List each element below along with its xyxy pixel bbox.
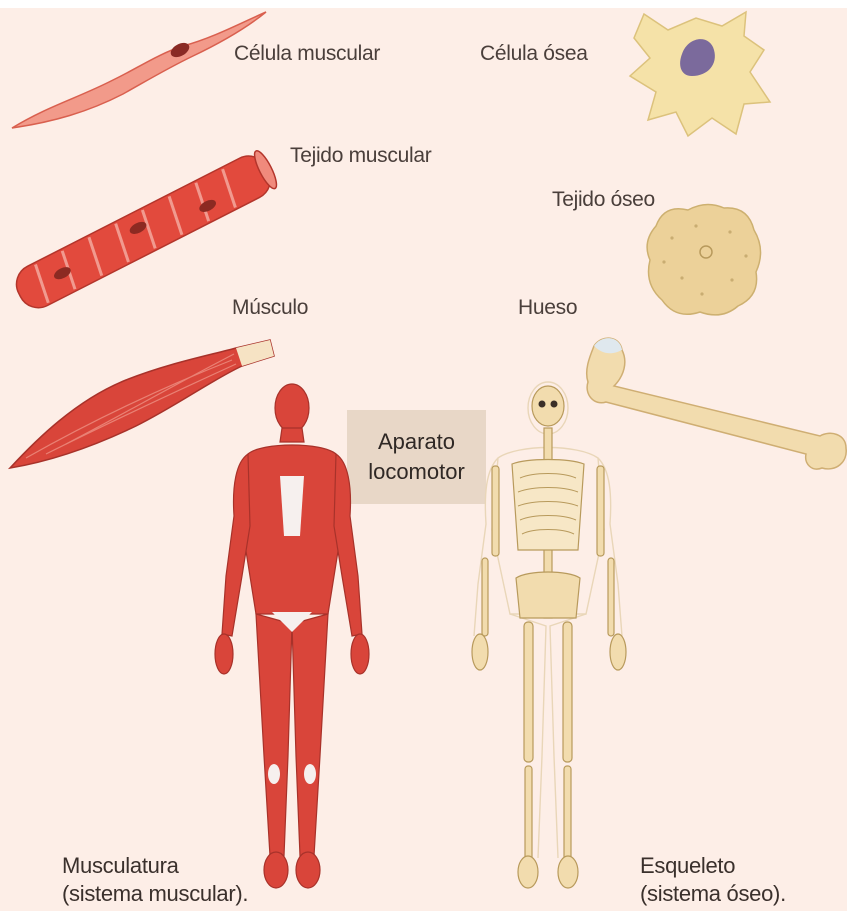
bone-tissue-illustration [642, 198, 764, 322]
bone-cell-illustration [626, 10, 774, 142]
caption-muscular-system: Musculatura (sistema muscular). [62, 852, 248, 908]
label-bone-tissue: Tejido óseo [552, 188, 655, 212]
caption-muscular-line2: (sistema muscular). [62, 880, 248, 908]
caption-skeletal-line1: Esqueleto [640, 852, 786, 880]
label-muscle-cell: Célula muscular [234, 42, 380, 66]
muscle-tissue-illustration [12, 148, 274, 314]
muscular-system-figure [212, 376, 374, 908]
muscle-cell-illustration [8, 10, 270, 140]
center-label-line2: locomotor [368, 457, 465, 487]
center-label-line1: Aparato [378, 427, 455, 457]
label-muscle: Músculo [232, 296, 308, 320]
label-muscle-tissue: Tejido muscular [290, 144, 431, 168]
label-bone: Hueso [518, 296, 577, 320]
skeletal-system-figure [468, 374, 630, 908]
diagram-canvas: Célula muscular Célula ósea Tejido [0, 8, 847, 911]
caption-skeletal-system: Esqueleto (sistema óseo). [640, 852, 786, 908]
caption-skeletal-line2: (sistema óseo). [640, 880, 786, 908]
caption-muscular-line1: Musculatura [62, 852, 248, 880]
label-bone-cell: Célula ósea [480, 42, 588, 66]
